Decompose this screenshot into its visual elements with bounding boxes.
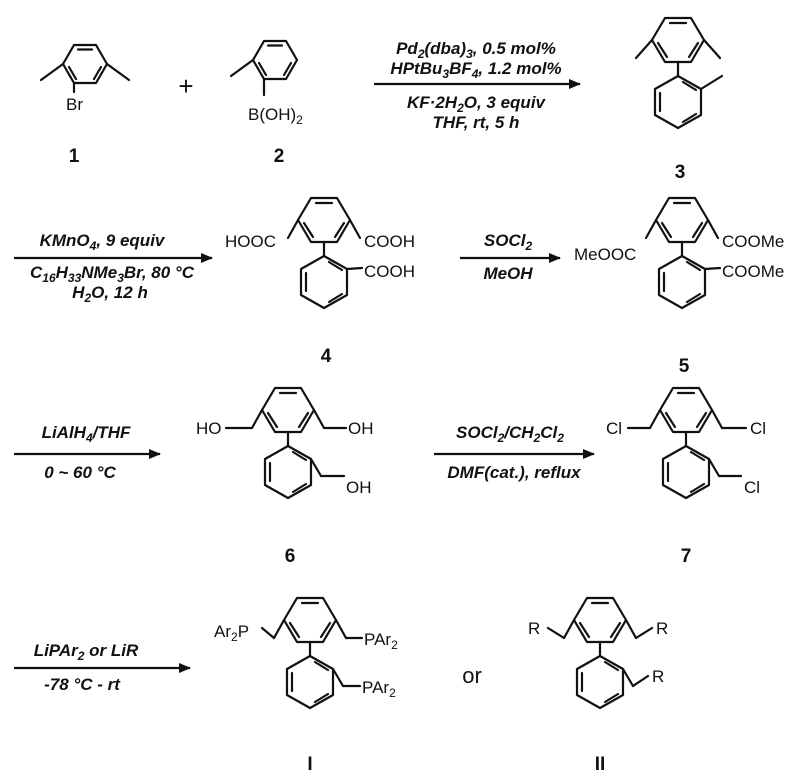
step5-conditions: SOCl2/CH2Cl2 DMF(cat.), reflux [434, 423, 595, 482]
r-right: R [656, 619, 668, 638]
compound-number-5: 5 [679, 356, 690, 377]
cooh-right: COOH [364, 232, 415, 251]
compound-3: 3 [634, 16, 724, 183]
compound-number-4: 4 [321, 346, 332, 367]
step4-temp: 0 ~ 60 °C [44, 463, 116, 482]
step1-base: KF·2H2O, 3 equiv [407, 93, 547, 115]
or-label: or [462, 663, 482, 688]
step4-conditions: LiAlH4/THF 0 ~ 60 °C [14, 423, 161, 482]
compound-6: HO OH OH 6 [196, 386, 374, 567]
step4-reagent: LiAlH4/THF [42, 423, 131, 445]
compound-4: HOOC COOH COOH 4 [225, 196, 415, 367]
hooc-left: HOOC [225, 232, 276, 251]
product-I: Ar2P PAr2 PAr2 I [214, 596, 398, 775]
r-lower: R [652, 667, 664, 686]
product-number-I: I [307, 754, 312, 775]
compound-number-6: 6 [285, 546, 296, 567]
compound-7: Cl Cl Cl 7 [606, 386, 766, 567]
compound-number-3: 3 [675, 162, 686, 183]
step5-additive: DMF(cat.), reflux [447, 463, 582, 482]
r-left: R [528, 619, 540, 638]
step2-conditions: KMnO4, 9 equiv C16H33NMe3Br, 80 °C H2O, … [14, 231, 213, 305]
oh-right: OH [348, 419, 374, 438]
cl-right: Cl [750, 419, 766, 438]
plus-sign: + [178, 71, 193, 101]
step6-reagent: LiPAr2 or LiR [34, 641, 139, 663]
step3-conditions: SOCl2 MeOH [460, 231, 561, 283]
coome-lower: COOMe [722, 262, 784, 281]
ar2p-left: Ar2P [214, 622, 249, 644]
product-number-II: II [595, 754, 606, 775]
cl-lower: Cl [744, 478, 760, 497]
compound-number-7: 7 [681, 546, 692, 567]
compound-number-1: 1 [69, 146, 80, 167]
step1-ligand: HPtBu3BF4, 1.2 mol% [390, 59, 561, 81]
step2-ptc: C16H33NMe3Br, 80 °C [30, 263, 195, 285]
step3-solvent: MeOH [483, 264, 533, 283]
step6-temp: -78 °C - rt [44, 675, 121, 694]
step1-catalyst: Pd2(dba)3, 0.5 mol% [396, 39, 556, 61]
cl-left: Cl [606, 419, 622, 438]
cooh-lower: COOH [364, 262, 415, 281]
oh-lower: OH [346, 478, 372, 497]
br-label: Br [66, 95, 83, 114]
step6-conditions: LiPAr2 or LiR -78 °C - rt [14, 641, 191, 694]
compound-1: Br 1 [39, 43, 131, 167]
ho-left: HO [196, 419, 222, 438]
step2-solvent: H2O, 12 h [72, 283, 148, 305]
compound-2: B(OH)2 2 [229, 39, 303, 167]
compound-number-2: 2 [274, 146, 285, 167]
boronic-acid-label: B(OH)2 [248, 105, 303, 127]
step2-oxidant: KMnO4, 9 equiv [40, 231, 166, 253]
meooc-left: MeOOC [574, 245, 636, 264]
par2-lower: PAr2 [362, 678, 396, 700]
compound-5: MeOOC COOMe COOMe 5 [574, 196, 784, 377]
step3-reagent: SOCl2 [484, 231, 533, 253]
product-II: R R R II [528, 596, 668, 775]
par2-right: PAr2 [364, 630, 398, 652]
step5-reagent: SOCl2/CH2Cl2 [456, 423, 564, 445]
coome-right: COOMe [722, 232, 784, 251]
step1-conditions: Pd2(dba)3, 0.5 mol% HPtBu3BF4, 1.2 mol% … [374, 39, 581, 132]
step1-solvent: THF, rt, 5 h [433, 113, 520, 132]
